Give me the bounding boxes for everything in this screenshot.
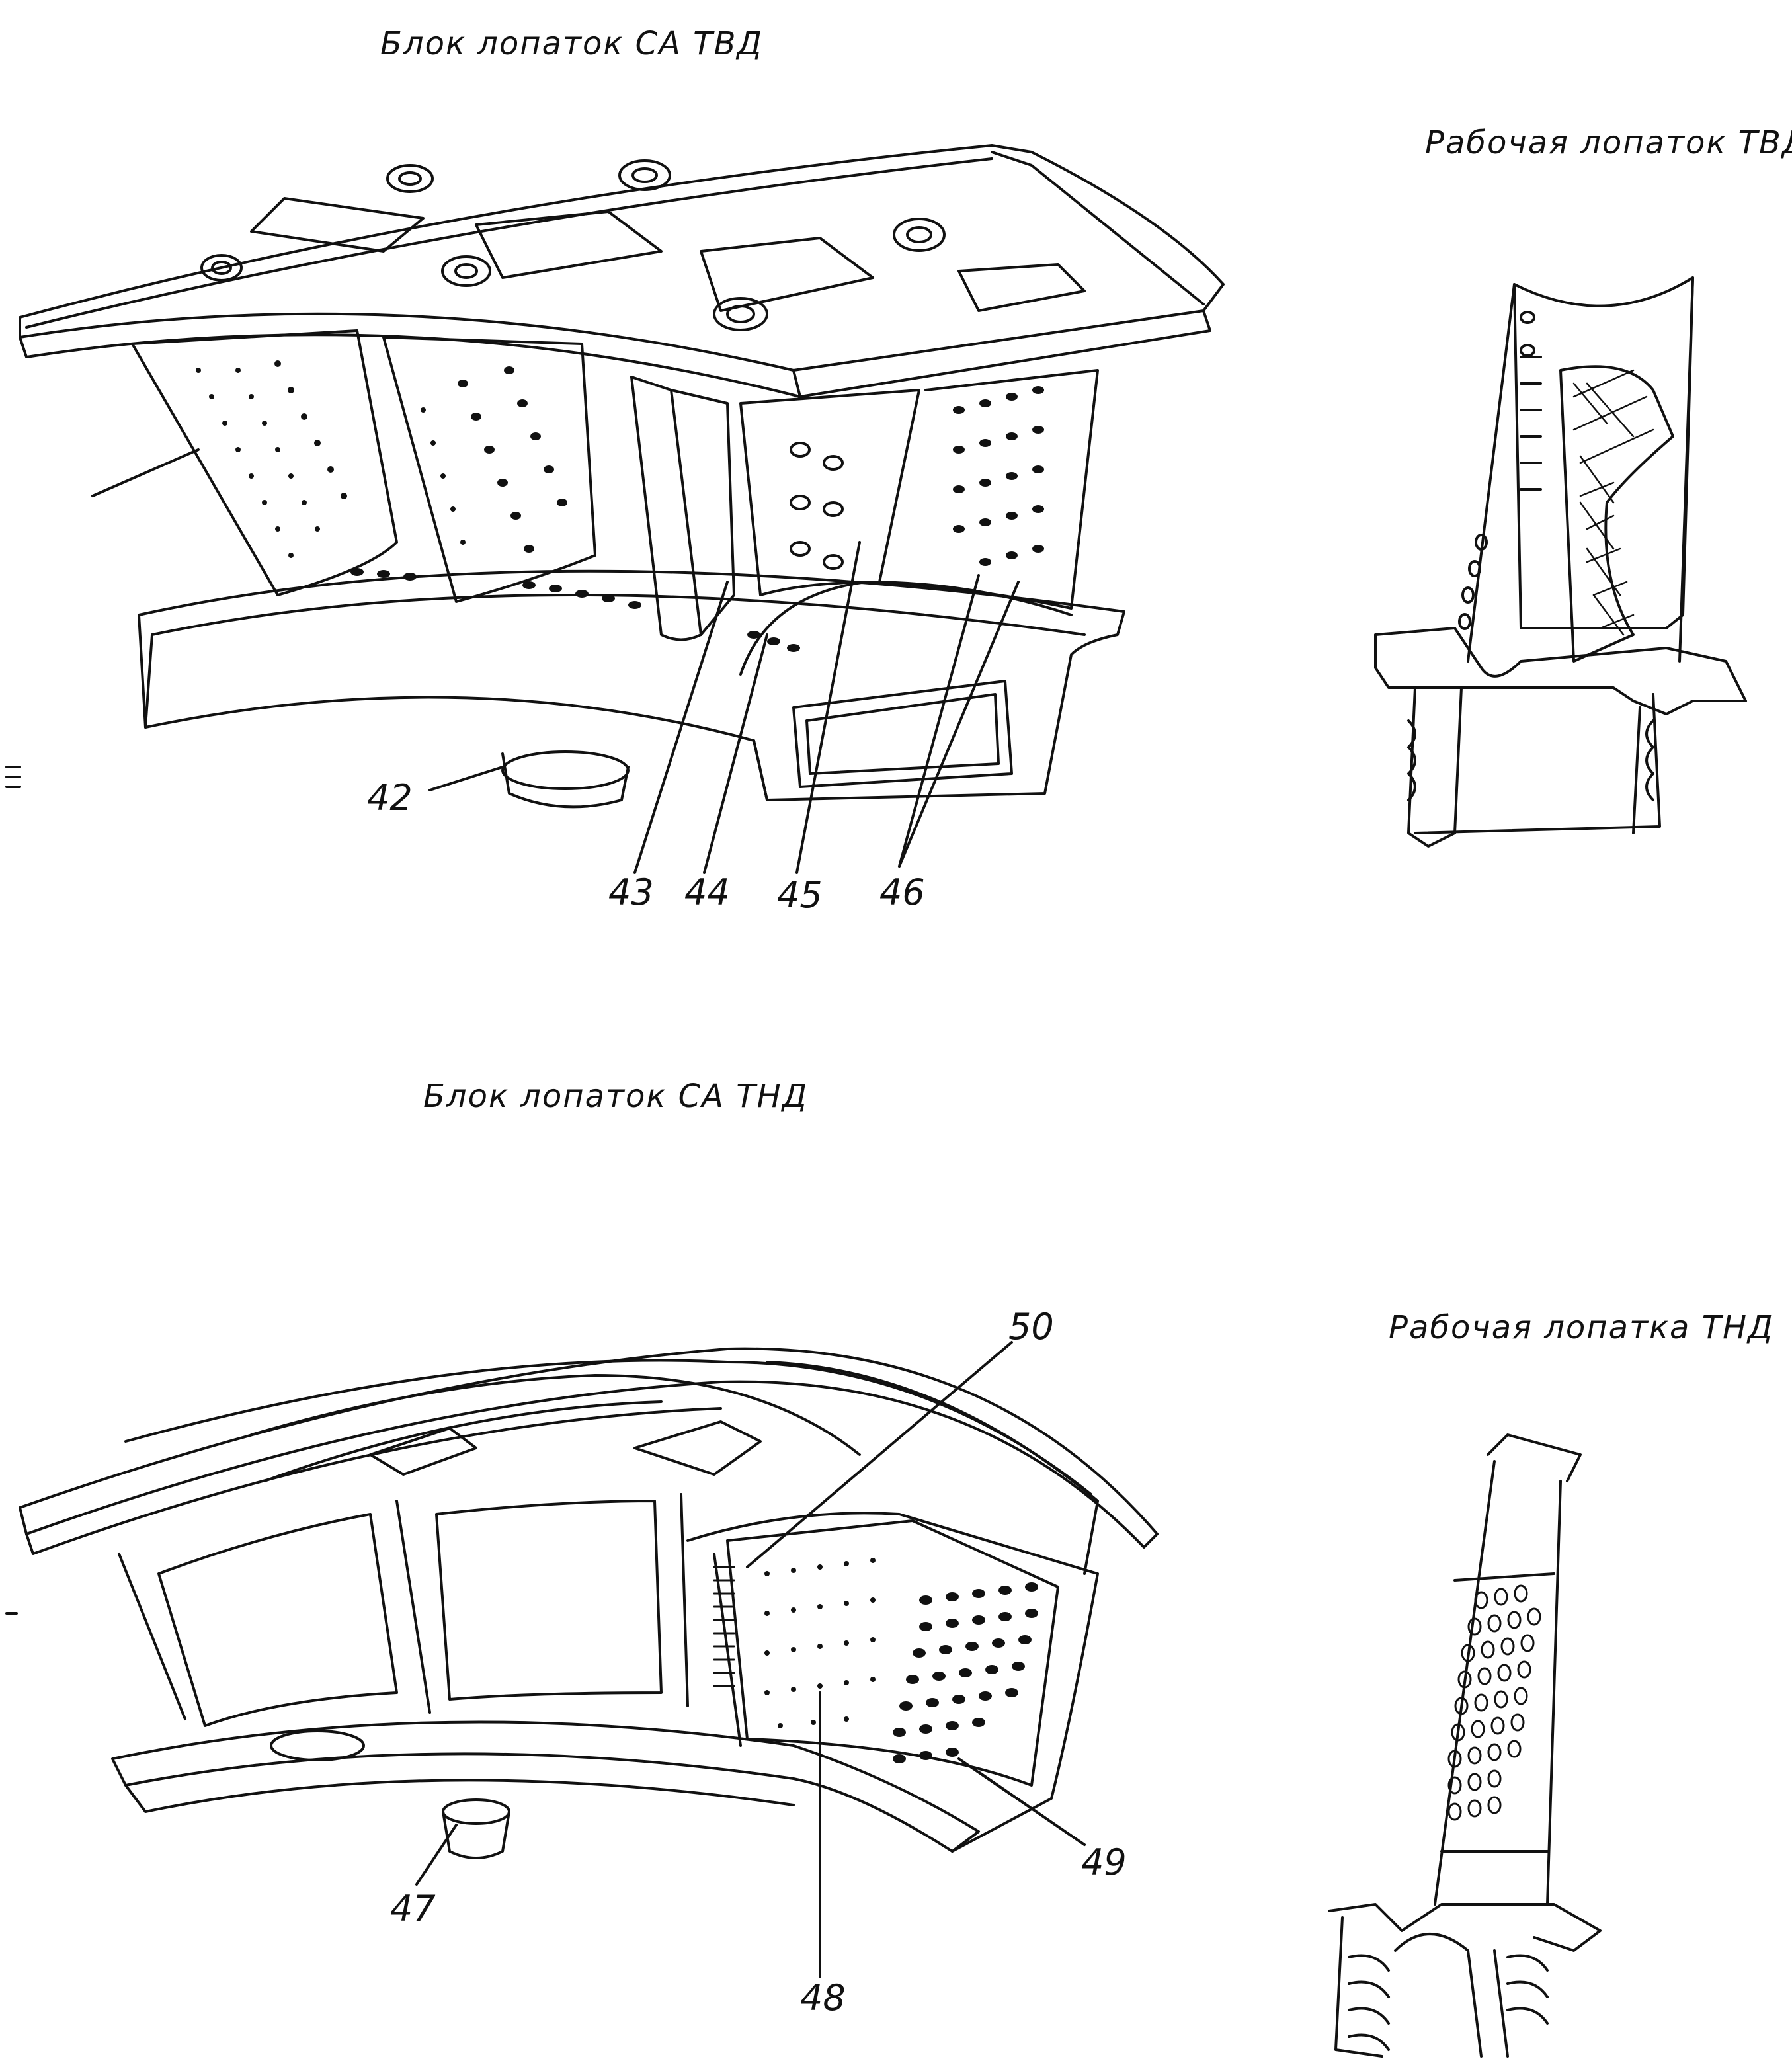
platform-holes	[350, 568, 800, 652]
callout-47: 47	[390, 1888, 436, 1929]
callout-46: 46	[879, 871, 925, 913]
title-hpt-nozzle-block: Блок лопаток СА ТВД	[380, 25, 764, 62]
callout-45: 45	[777, 874, 823, 916]
callout-48: 48	[800, 1977, 846, 2019]
title-lpt-nozzle-block: Блок лопаток СА ТНД	[423, 1078, 809, 1115]
callout-50: 50	[1008, 1306, 1054, 1348]
callout-44: 44	[684, 871, 730, 913]
title-lpt-rotor-blade: Рабочая лопатка ТНД	[1389, 1309, 1774, 1346]
vane5-holes	[953, 386, 1044, 566]
callout-43: 43	[608, 871, 654, 913]
callout-42: 42	[367, 777, 413, 819]
vane2-holes	[421, 366, 567, 553]
title-hpt-rotor-blade: Рабочая лопаток ТВД	[1425, 124, 1792, 161]
callout-49: 49	[1081, 1841, 1127, 1883]
vane1-holes	[196, 360, 347, 558]
